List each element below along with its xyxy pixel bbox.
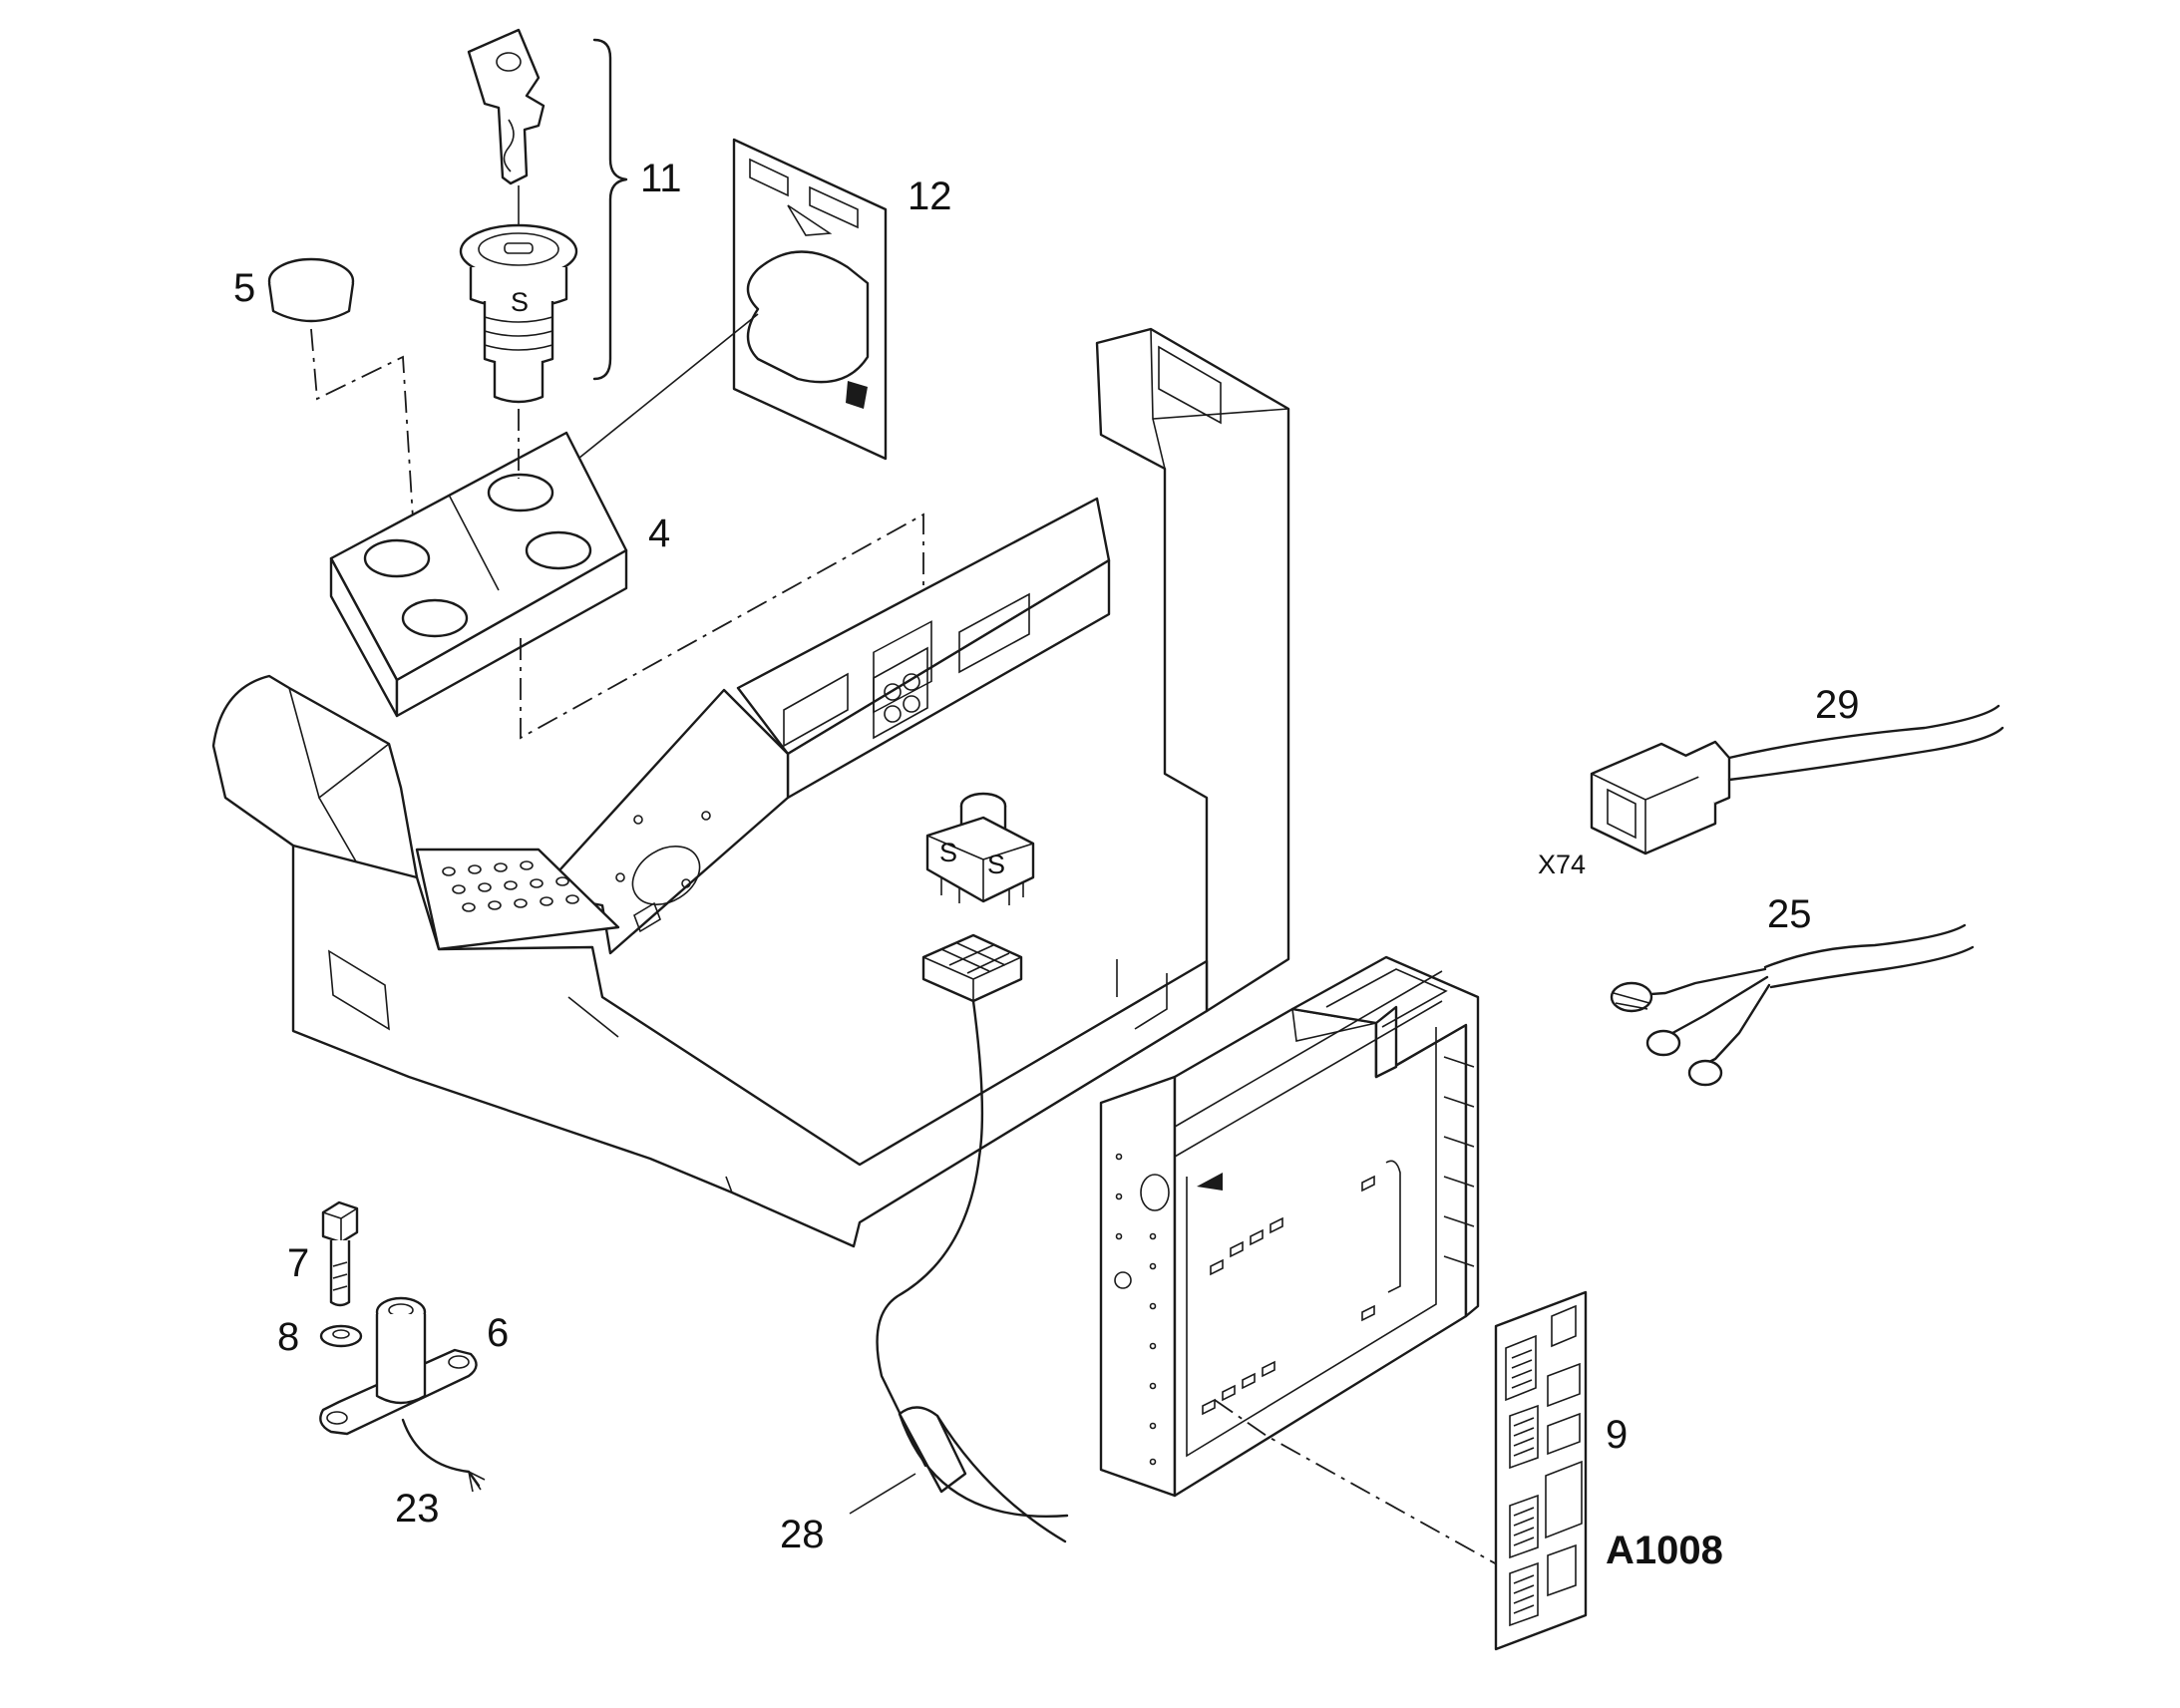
circuit-board <box>1494 1290 1588 1651</box>
control-box <box>1099 955 1480 1498</box>
callout-28: 28 <box>780 1513 825 1556</box>
cable-28 <box>849 1406 1069 1543</box>
connector-x74 <box>1590 704 2004 855</box>
callout-x74: X74 <box>1538 850 1586 879</box>
callout-11: 11 <box>640 157 682 200</box>
callout-a1008: A1008 <box>1606 1529 1723 1572</box>
svg-text:S: S <box>511 287 529 317</box>
label-plate <box>732 138 888 461</box>
callout-5: 5 <box>233 266 255 310</box>
callout-4: 4 <box>648 512 670 555</box>
bolt <box>321 1200 359 1307</box>
callout-6: 6 <box>487 1311 509 1355</box>
callout-23: 23 <box>395 1487 440 1531</box>
switch-plate <box>329 431 628 718</box>
cap <box>267 257 355 323</box>
callout-7: 7 <box>287 1241 309 1285</box>
bracket-11 <box>592 38 628 381</box>
washer <box>319 1324 363 1348</box>
wired-connector <box>876 933 1023 1468</box>
callout-9: 9 <box>1606 1413 1628 1457</box>
harness-25 <box>1610 923 1975 1087</box>
callout-12: 12 <box>908 174 952 218</box>
lock-cylinder: S <box>459 185 578 404</box>
operator-console <box>211 327 1290 1248</box>
callout-25: 25 <box>1767 892 1812 936</box>
callout-29: 29 <box>1815 683 1860 727</box>
svg-text:S: S <box>987 850 1005 879</box>
mounting-bracket <box>319 1296 486 1493</box>
callout-8: 8 <box>277 1315 299 1359</box>
rotary-switch: S S <box>925 792 1035 905</box>
svg-text:S: S <box>939 838 957 867</box>
ignition-key <box>467 28 545 185</box>
